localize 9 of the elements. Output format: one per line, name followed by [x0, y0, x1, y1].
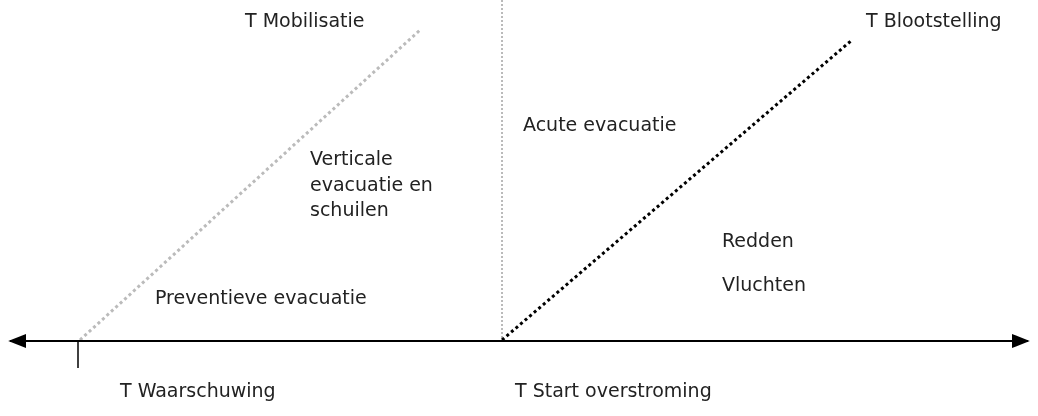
- phase-label: Vluchten: [722, 272, 806, 297]
- phase-label: Redden: [722, 228, 794, 253]
- phase-label: Acute evacuatie: [523, 112, 677, 137]
- time-marker-label: T Mobilisatie: [245, 8, 365, 33]
- time-marker-label: T Blootstelling: [866, 8, 1002, 33]
- time-marker-label: T Start overstroming: [515, 378, 712, 403]
- phase-label: Verticale evacuatie en schuilen: [310, 146, 434, 223]
- time-marker-label: T Waarschuwing: [120, 378, 276, 403]
- phase-label: Preventieve evacuatie: [155, 285, 367, 310]
